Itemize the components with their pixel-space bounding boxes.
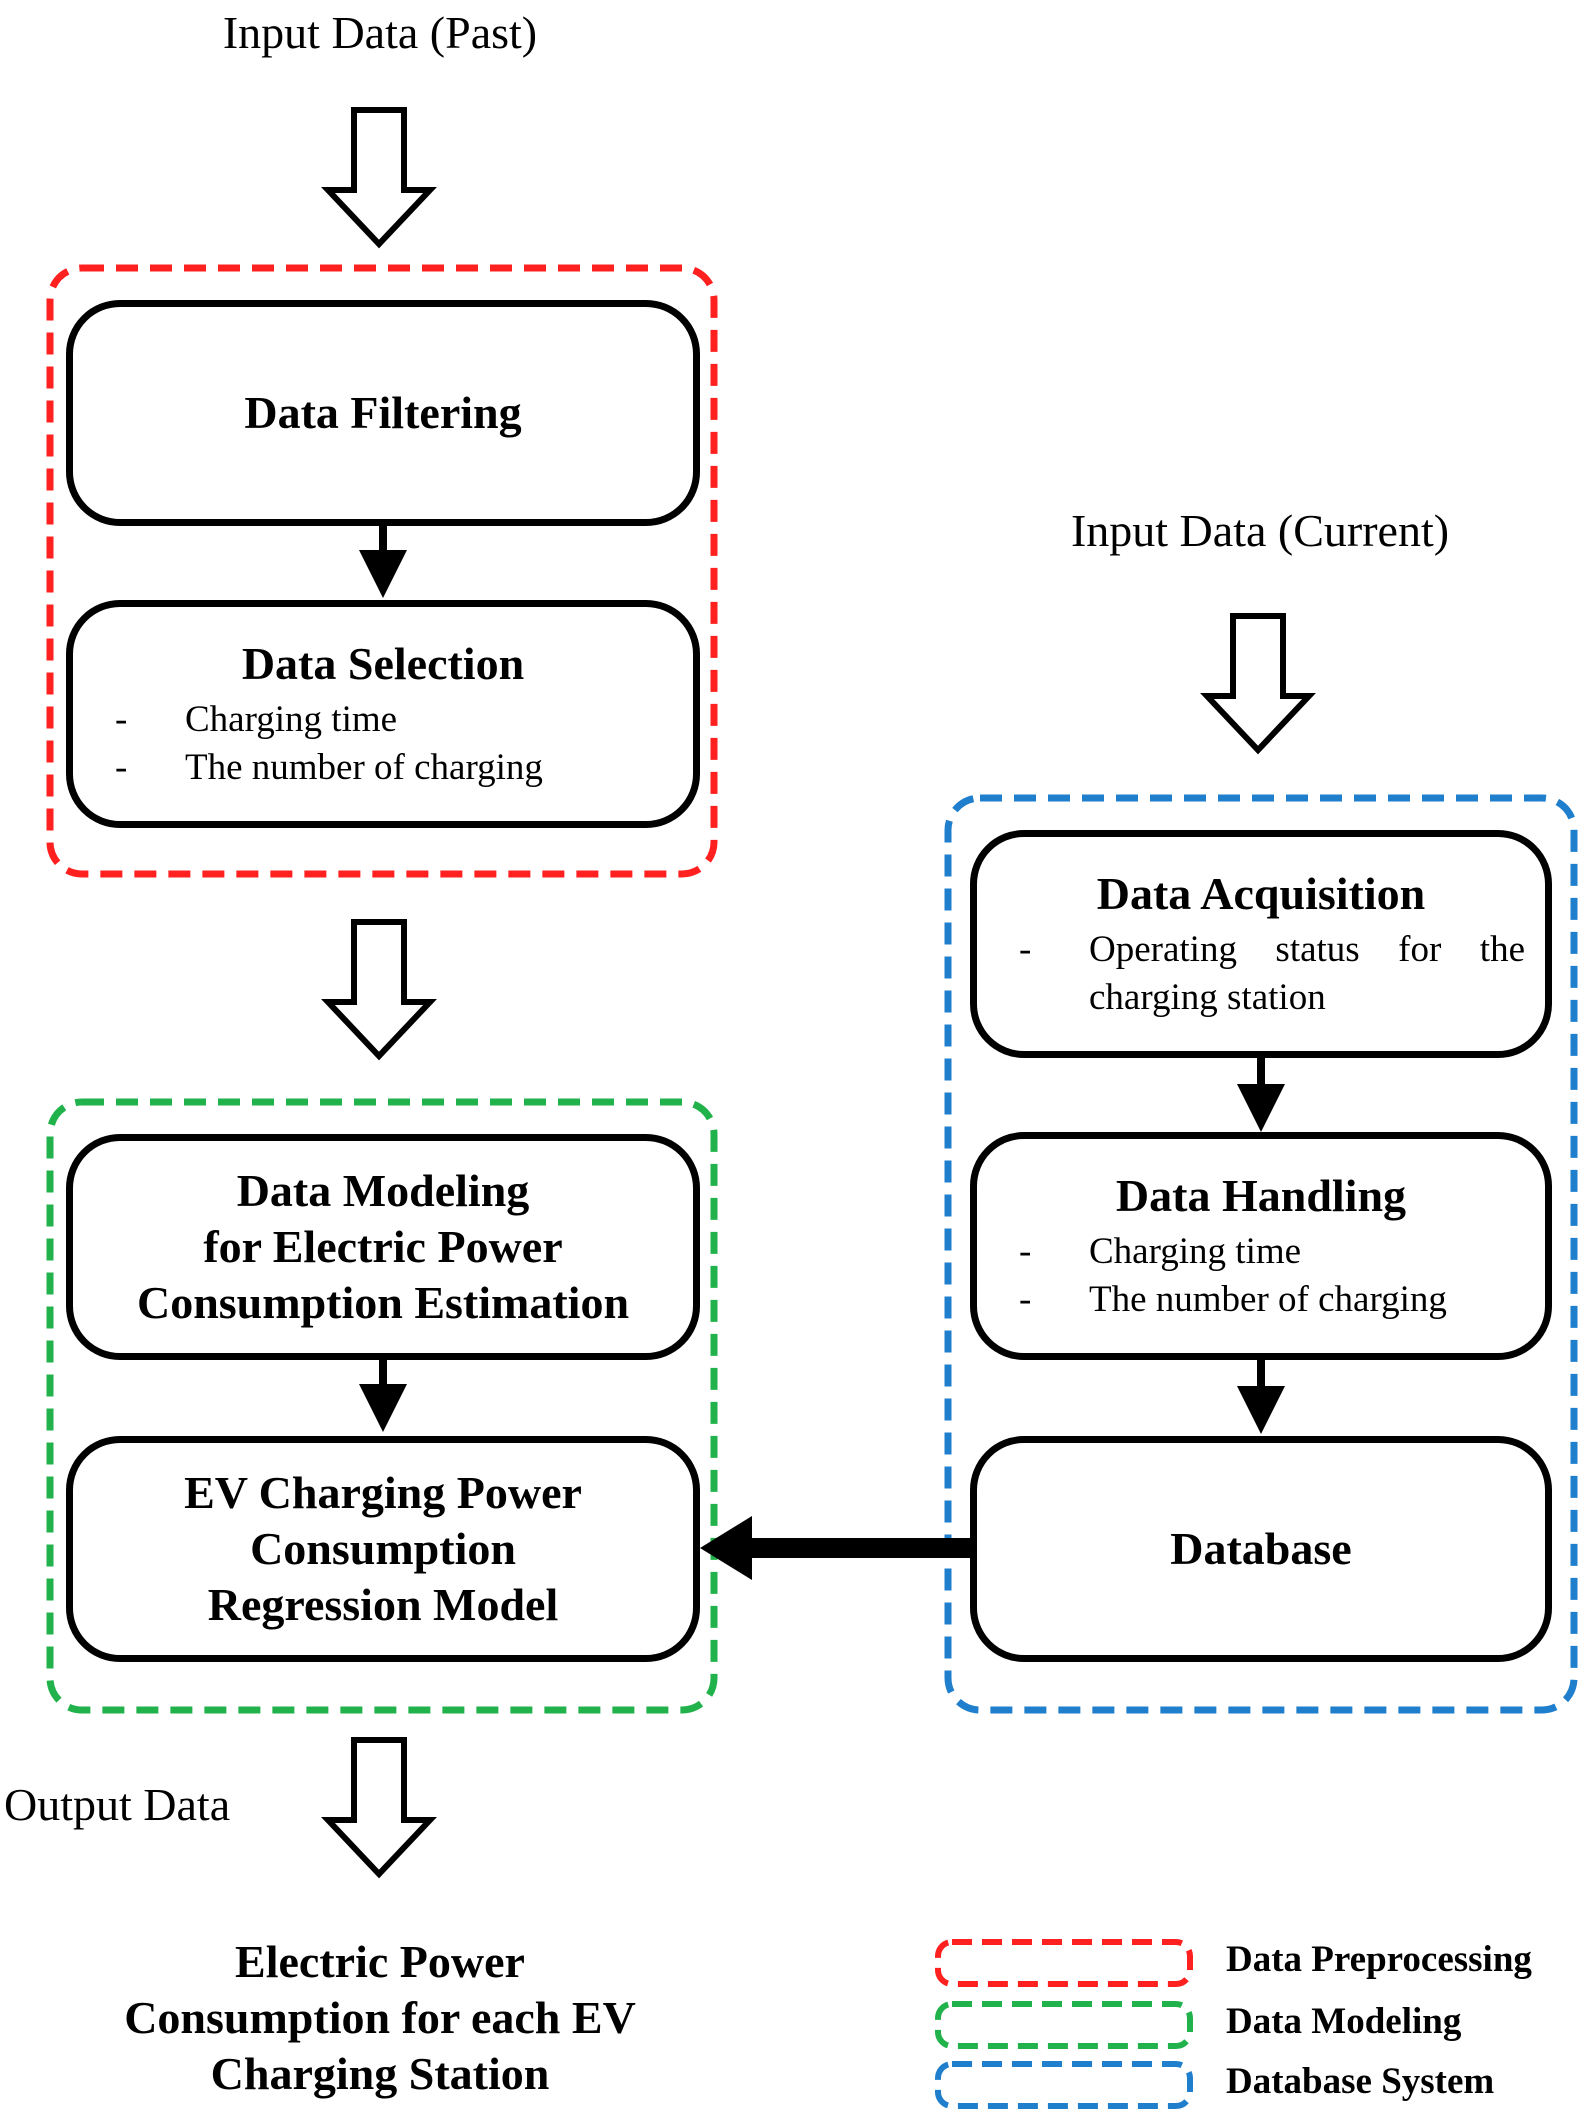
database-group-border [944, 794, 1578, 1714]
data-filtering-box: Data Filtering [66, 300, 700, 526]
list-item: The number of charging [115, 744, 673, 792]
output-label: Output Data [4, 1779, 231, 1830]
regression-model-title-line: Consumption [250, 1523, 516, 1574]
data-modeling-title-line: for Electric Power [203, 1221, 563, 1272]
data-selection-box: Data Selection Charging time The number … [66, 600, 700, 828]
regression-model-box: EV Charging Power Consumption Regression… [66, 1436, 700, 1662]
regression-model-title-line: EV Charging Power [184, 1467, 582, 1518]
legend-label-database: Database System [1226, 2061, 1495, 2102]
current-input-arrow [1200, 613, 1316, 755]
database-to-regression-arrow-shaft [750, 1538, 970, 1558]
list-item: Operating status for the charging statio… [1019, 926, 1525, 1022]
legend-swatch-preprocessing [935, 1939, 1193, 1987]
database-box: Database [970, 1436, 1552, 1662]
list-item: Charging time [115, 696, 673, 744]
preprocessing-to-modeling-arrow [321, 919, 437, 1061]
data-modeling-title-line: Consumption Estimation [136, 1277, 630, 1328]
legend-swatch-modeling [935, 2001, 1193, 2049]
output-arrow [321, 1737, 437, 1879]
preprocessing-group-border [46, 264, 718, 878]
legend-label-preprocessing: Data Preprocessing [1226, 1939, 1532, 1980]
output-result-line: Consumption for each EV [124, 1992, 636, 2043]
input-current-label: Input Data (Current) [1070, 505, 1450, 556]
data-selection-list: Charging time The number of charging [73, 696, 693, 792]
data-acquisition-list: Operating status for the charging statio… [977, 926, 1545, 1022]
output-result-line: Electric Power [235, 1936, 525, 1987]
legend-label-modeling: Data Modeling [1226, 2001, 1462, 2042]
data-handling-title: Data Handling [1115, 1170, 1407, 1221]
data-acquisition-title: Data Acquisition [1096, 868, 1426, 919]
regression-model-title-line: Regression Model [207, 1579, 559, 1630]
list-item: The number of charging [1019, 1276, 1525, 1324]
input-past-label: Input Data (Past) [222, 7, 538, 58]
data-modeling-title-line: Data Modeling [236, 1165, 530, 1216]
data-handling-list: Charging time The number of charging [977, 1228, 1545, 1324]
database-title: Database [1170, 1523, 1352, 1574]
legend-swatch-database [935, 2061, 1193, 2109]
data-selection-title: Data Selection [241, 638, 525, 689]
database-to-regression-arrow-head [700, 1516, 752, 1580]
past-input-arrow [321, 107, 437, 249]
output-result-text: Electric Power Consumption for each EV C… [40, 1934, 720, 2102]
data-filtering-title: Data Filtering [244, 387, 522, 438]
list-item: Charging time [1019, 1228, 1525, 1276]
data-handling-box: Data Handling Charging time The number o… [970, 1132, 1552, 1360]
output-result-line: Charging Station [210, 2048, 550, 2099]
data-modeling-box: Data Modeling for Electric Power Consump… [66, 1134, 700, 1360]
modeling-group-border [46, 1098, 718, 1714]
data-acquisition-box: Data Acquisition Operating status for th… [970, 830, 1552, 1058]
